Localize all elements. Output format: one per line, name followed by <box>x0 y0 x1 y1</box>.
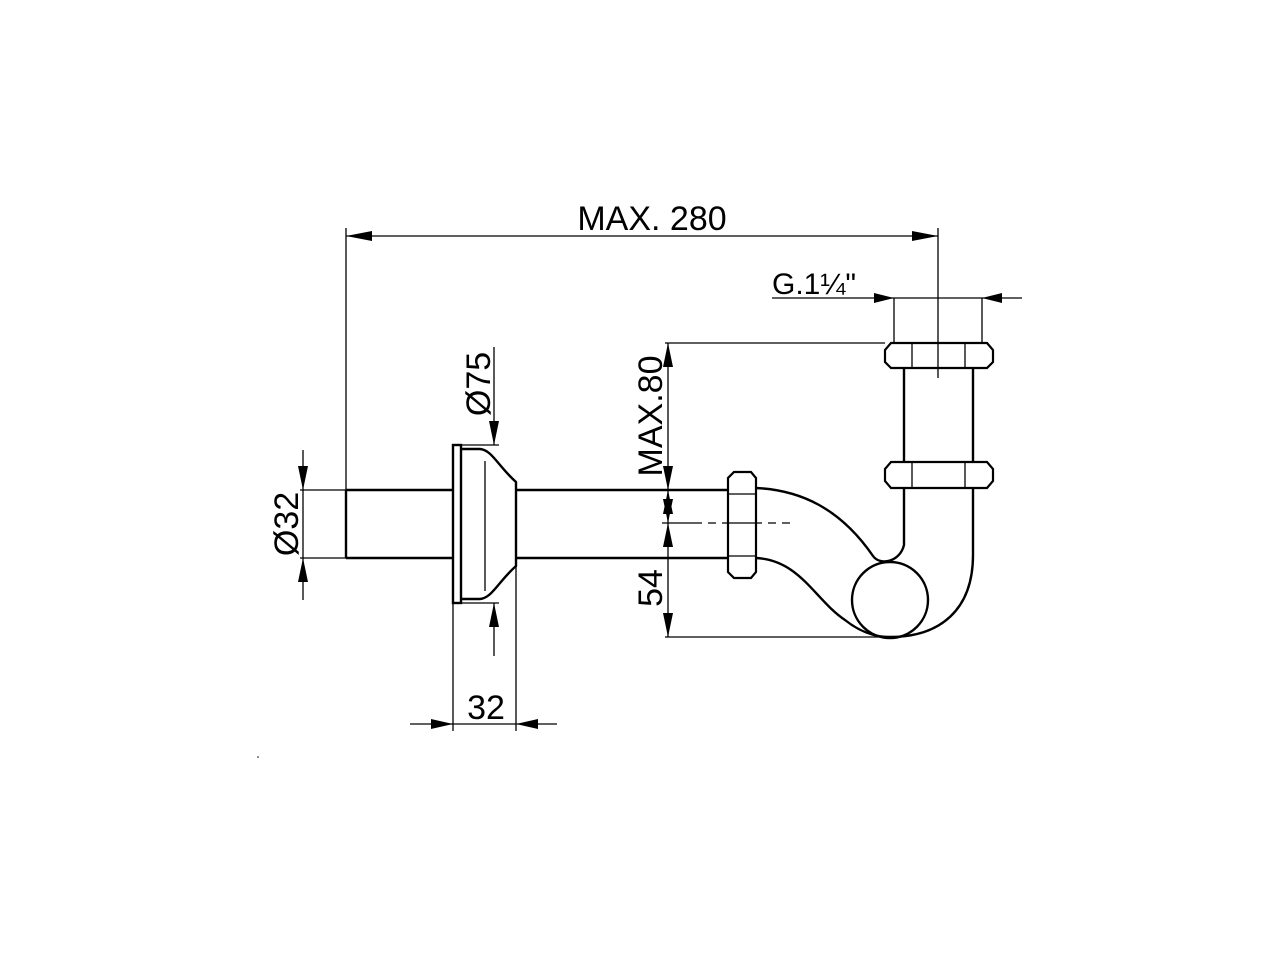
upper-nut <box>883 341 995 370</box>
flange-depth-label: 32 <box>467 689 505 727</box>
overall-length-label: MAX. 280 <box>577 200 726 238</box>
flange-diameter-label: Ø75 <box>460 352 498 416</box>
trap-body <box>726 341 995 640</box>
height-max-label: MAX.80 <box>632 356 670 477</box>
thread-label: G.1¼" <box>772 268 856 301</box>
dimension-flange-depth: 32 <box>410 566 557 731</box>
dimension-thread: G.1¼" <box>772 268 1022 343</box>
pipe-diameter-label: Ø32 <box>268 492 306 556</box>
side-nut <box>726 470 758 580</box>
wall-flange <box>451 443 518 605</box>
dimension-pipe-diameter: Ø32 <box>268 450 346 600</box>
dimension-flange-diameter: Ø75 <box>460 347 499 656</box>
dimension-overall-length: MAX. 280 <box>345 200 938 490</box>
dimension-height: MAX.80 54 <box>632 342 890 638</box>
drop-label: 54 <box>632 569 670 607</box>
lower-nut <box>883 460 995 490</box>
stray-dot <box>257 756 259 758</box>
